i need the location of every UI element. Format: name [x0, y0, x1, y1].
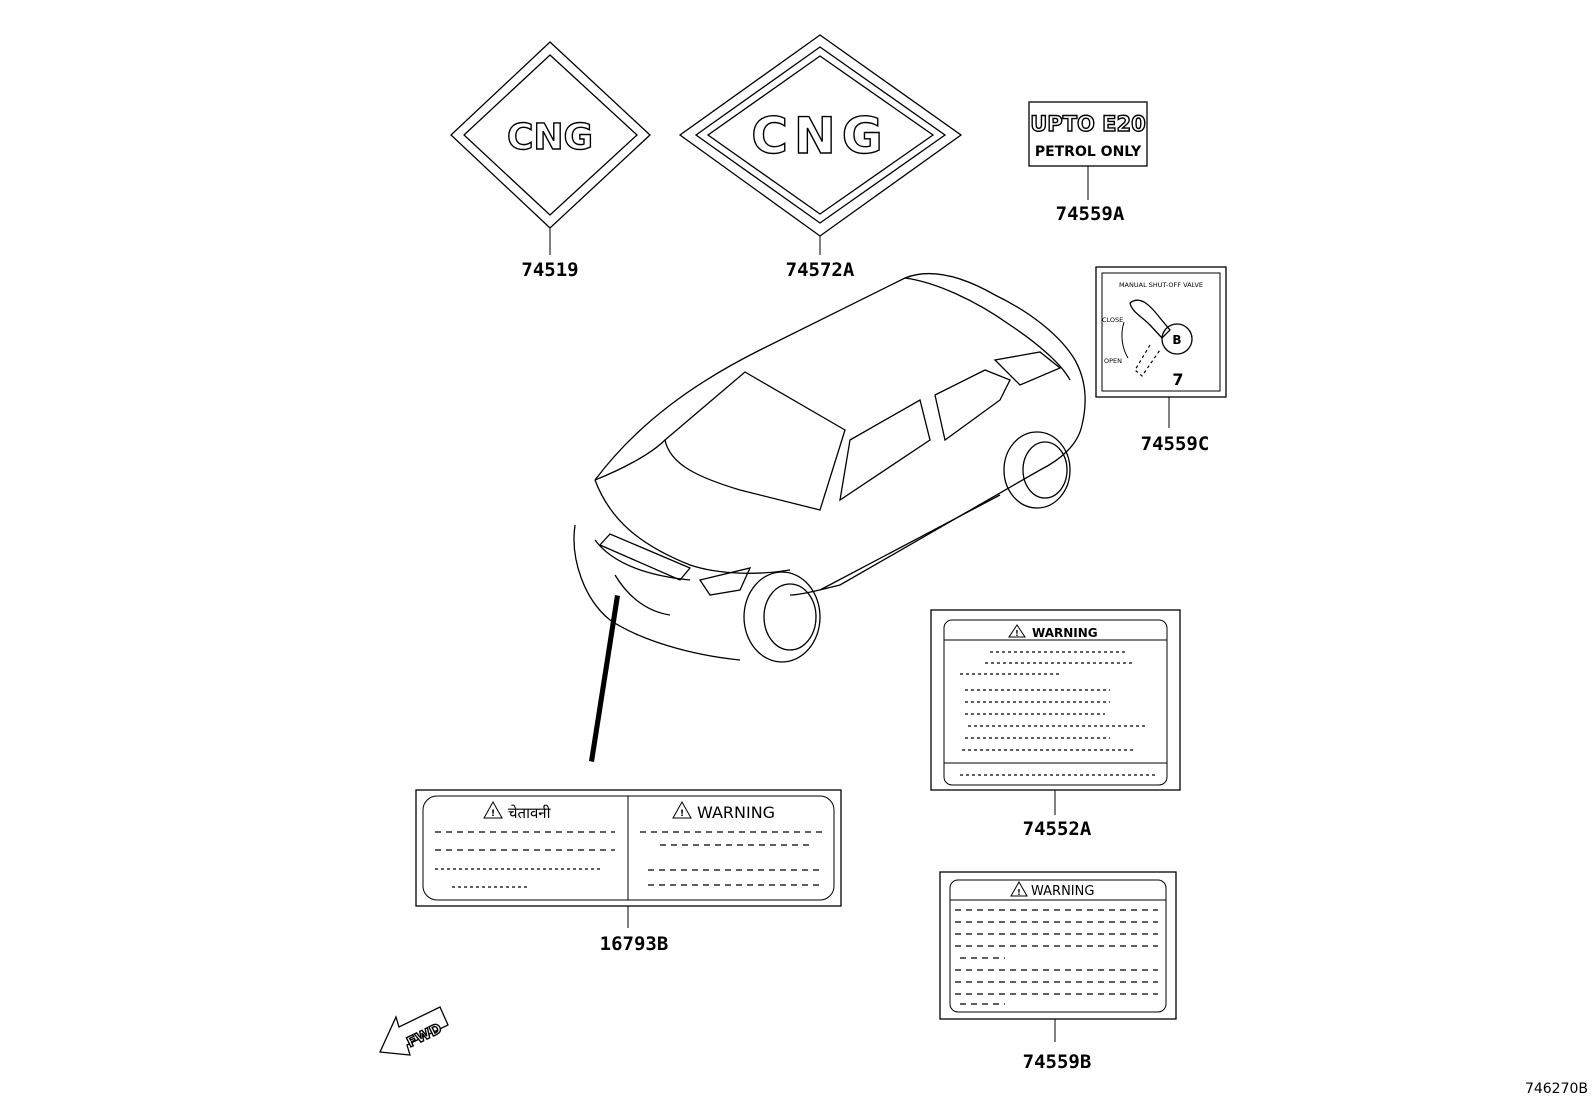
warning-heading-74552A: WARNING	[1032, 626, 1098, 640]
fwd-label: FWD	[404, 1021, 444, 1051]
svg-text:!: !	[680, 809, 684, 819]
valve-title: MANUAL SHUT-OFF VALVE	[1119, 281, 1203, 289]
valve-step: 7	[1172, 370, 1183, 389]
part-number-74559B: 74559B	[1023, 1051, 1092, 1073]
warning-triangle-icon: !	[1010, 880, 1028, 897]
cng-large-text: CNG	[751, 107, 889, 165]
drawing-id: 746270B	[1525, 1081, 1588, 1097]
warning-triangle-icon: !	[483, 800, 503, 819]
valve-sticker[interactable]: MANUAL SHUT-OFF VALVE CLOSE OPEN B 7	[1095, 266, 1227, 398]
warning-sticker-74552A[interactable]: ! WARNING	[930, 609, 1181, 791]
warning-heading-english: WARNING	[697, 803, 775, 822]
part-number-74559C: 74559C	[1141, 433, 1210, 455]
cng-sticker-large[interactable]: CNG	[678, 34, 963, 237]
part-number-74552A: 74552A	[1023, 818, 1092, 840]
car-icon	[573, 272, 1086, 663]
cng-small-text: CNG	[507, 117, 593, 158]
svg-text:!: !	[491, 809, 495, 819]
warning-sticker-74559B[interactable]: ! WARNING	[939, 871, 1177, 1020]
part-number-74559A: 74559A	[1056, 203, 1125, 225]
part-number-16793B: 16793B	[600, 933, 669, 955]
e20-line1: UPTO E20	[1030, 112, 1146, 136]
e20-line2: PETROL ONLY	[1035, 144, 1142, 160]
warning-triangle-icon: !	[672, 800, 692, 819]
e20-fuel-sticker[interactable]: UPTO E20 PETROL ONLY	[1028, 101, 1148, 167]
valve-lever-icon: B	[1121, 299, 1193, 377]
warning-triangle-icon: !	[1008, 624, 1026, 638]
cng-sticker-small[interactable]: CNG	[450, 41, 651, 229]
fwd-arrow-icon: FWD	[379, 1006, 449, 1056]
part-number-74519: 74519	[521, 259, 578, 281]
part-number-74572A: 74572A	[786, 259, 855, 281]
valve-knob-letter: B	[1172, 333, 1181, 347]
valve-close-label: CLOSE	[1102, 316, 1123, 324]
warning-sticker-16793B[interactable]: ! चेतावनी ! WARNING	[415, 789, 842, 907]
warning-heading-74559B: WARNING	[1031, 884, 1094, 899]
svg-text:!: !	[1017, 888, 1021, 897]
valve-open-label: OPEN	[1104, 357, 1122, 365]
svg-text:!: !	[1015, 629, 1019, 638]
warning-heading-hindi: चेतावनी	[508, 804, 552, 822]
